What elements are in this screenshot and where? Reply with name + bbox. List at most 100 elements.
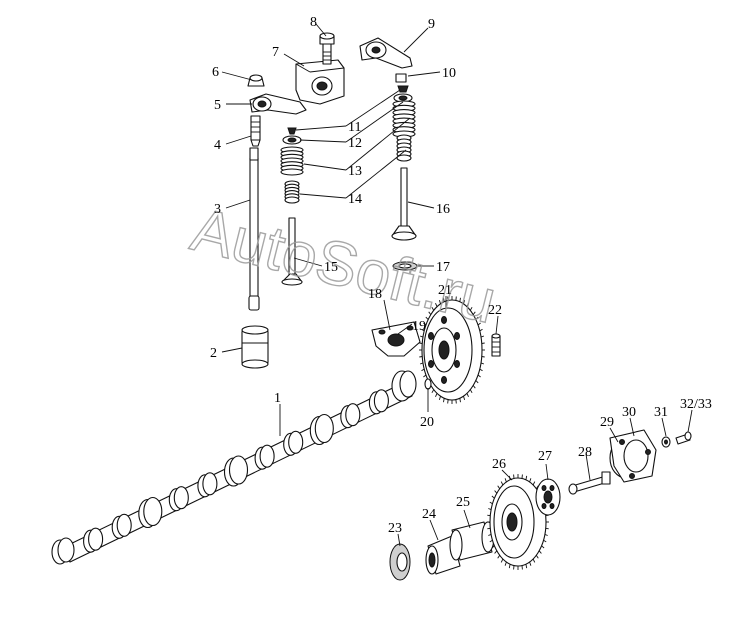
gear-tooth [525,475,528,480]
gear-tooth [529,561,532,566]
gear-tooth [479,328,483,332]
label-14: 14 [348,192,362,207]
gear-tooth [423,322,427,326]
camshaft-journal-face [143,496,163,527]
gear-tooth [543,539,547,543]
valve-collets [287,85,409,135]
label-30: 30 [622,405,636,420]
gear-tooth [545,527,549,530]
label-31: 31 [654,405,668,420]
gear-tooth [491,545,495,549]
gear-tooth [529,478,532,483]
label-4: 4 [214,138,221,153]
gear-tooth [497,485,501,489]
gear-tooth [443,398,445,403]
bearing-cover [609,429,657,483]
gear-tooth [431,389,435,394]
cover-bolt [675,431,692,445]
label-8: 8 [310,15,317,30]
support-bolt [319,32,335,65]
label-25: 25 [456,495,470,510]
idler-hub [535,478,561,516]
gear-tooth [488,508,492,511]
gear-tooth [425,316,429,320]
gear-tooth [497,555,501,559]
camshaft-lobe-face [373,389,389,413]
gear-tooth [419,335,424,338]
thrust-plate [371,321,421,357]
valve-cap [395,73,407,83]
gear-tooth [487,514,491,517]
rocker-support [295,59,345,105]
gear-tooth [431,306,435,311]
gear-tooth [472,311,476,315]
gear-tooth [504,478,507,483]
gear-tooth [459,398,461,403]
label-10: 10 [442,66,456,81]
label-6: 6 [212,65,219,80]
gear-tooth [504,561,507,566]
label-19: 19 [412,319,426,334]
label-15: 15 [324,260,338,275]
gear-tooth [477,374,481,378]
gear-tooth [525,564,528,569]
leader-lines [221,23,693,547]
gear-tooth [419,342,423,344]
gear-tooth [479,368,483,372]
watermark: AutoSoft.ru [184,194,503,337]
gear-tooth [428,311,432,315]
gear-tooth [469,389,473,394]
camshaft-lobe-face [202,472,218,496]
gear-tooth [494,550,498,554]
camshaft-lobe-face [345,403,361,427]
rocker-arm-right [359,37,413,69]
gear-tooth [459,297,461,302]
exhaust-valve [391,167,417,241]
thrust-washer [389,543,411,581]
label-27: 27 [538,449,552,464]
gear-tooth [500,481,504,486]
camshaft [51,370,417,565]
watermark-text: AutoSoft.ru [185,195,503,337]
label-13: 13 [348,164,362,179]
gear-tooth [489,501,493,505]
gear-tooth [438,299,441,304]
inner-valve-spring [284,134,412,204]
cover-washer [661,436,671,448]
label-9: 9 [428,17,435,32]
gear-tooth [477,322,481,326]
adjusting-screw [250,115,261,147]
camshaft-lobe-face [173,486,189,510]
label-1: 1 [274,391,281,406]
label-23: 23 [388,521,402,536]
gear-tooth [475,316,479,320]
gear-bolt [491,333,501,357]
label-5: 5 [214,98,221,113]
gear-tooth [508,564,511,569]
camshaft-lobe-face [288,430,304,454]
gear-tooth [463,299,466,304]
label-20: 20 [420,415,434,430]
gear-tooth [475,380,479,384]
label-32-33: 32/33 [680,397,712,412]
label-21: 21 [438,283,452,298]
inner-spring-coil [396,154,412,162]
lock-nut [247,74,265,87]
label-16: 16 [436,202,450,217]
gear-tooth [541,545,545,549]
gear-tooth [532,558,536,563]
gear-tooth [438,396,441,401]
gear-tooth [443,297,445,302]
label-7: 7 [272,45,279,60]
gear-tooth [544,533,548,536]
gear-tooth [466,393,469,397]
gear-tooth [491,495,495,499]
rocker-arm-left [249,93,307,115]
spring-retainer [282,93,413,145]
label-2: 2 [210,346,217,361]
idler-bushing [425,535,461,575]
gear-tooth [488,533,492,536]
gear-tooth [538,550,542,554]
gear-tooth [481,342,485,344]
